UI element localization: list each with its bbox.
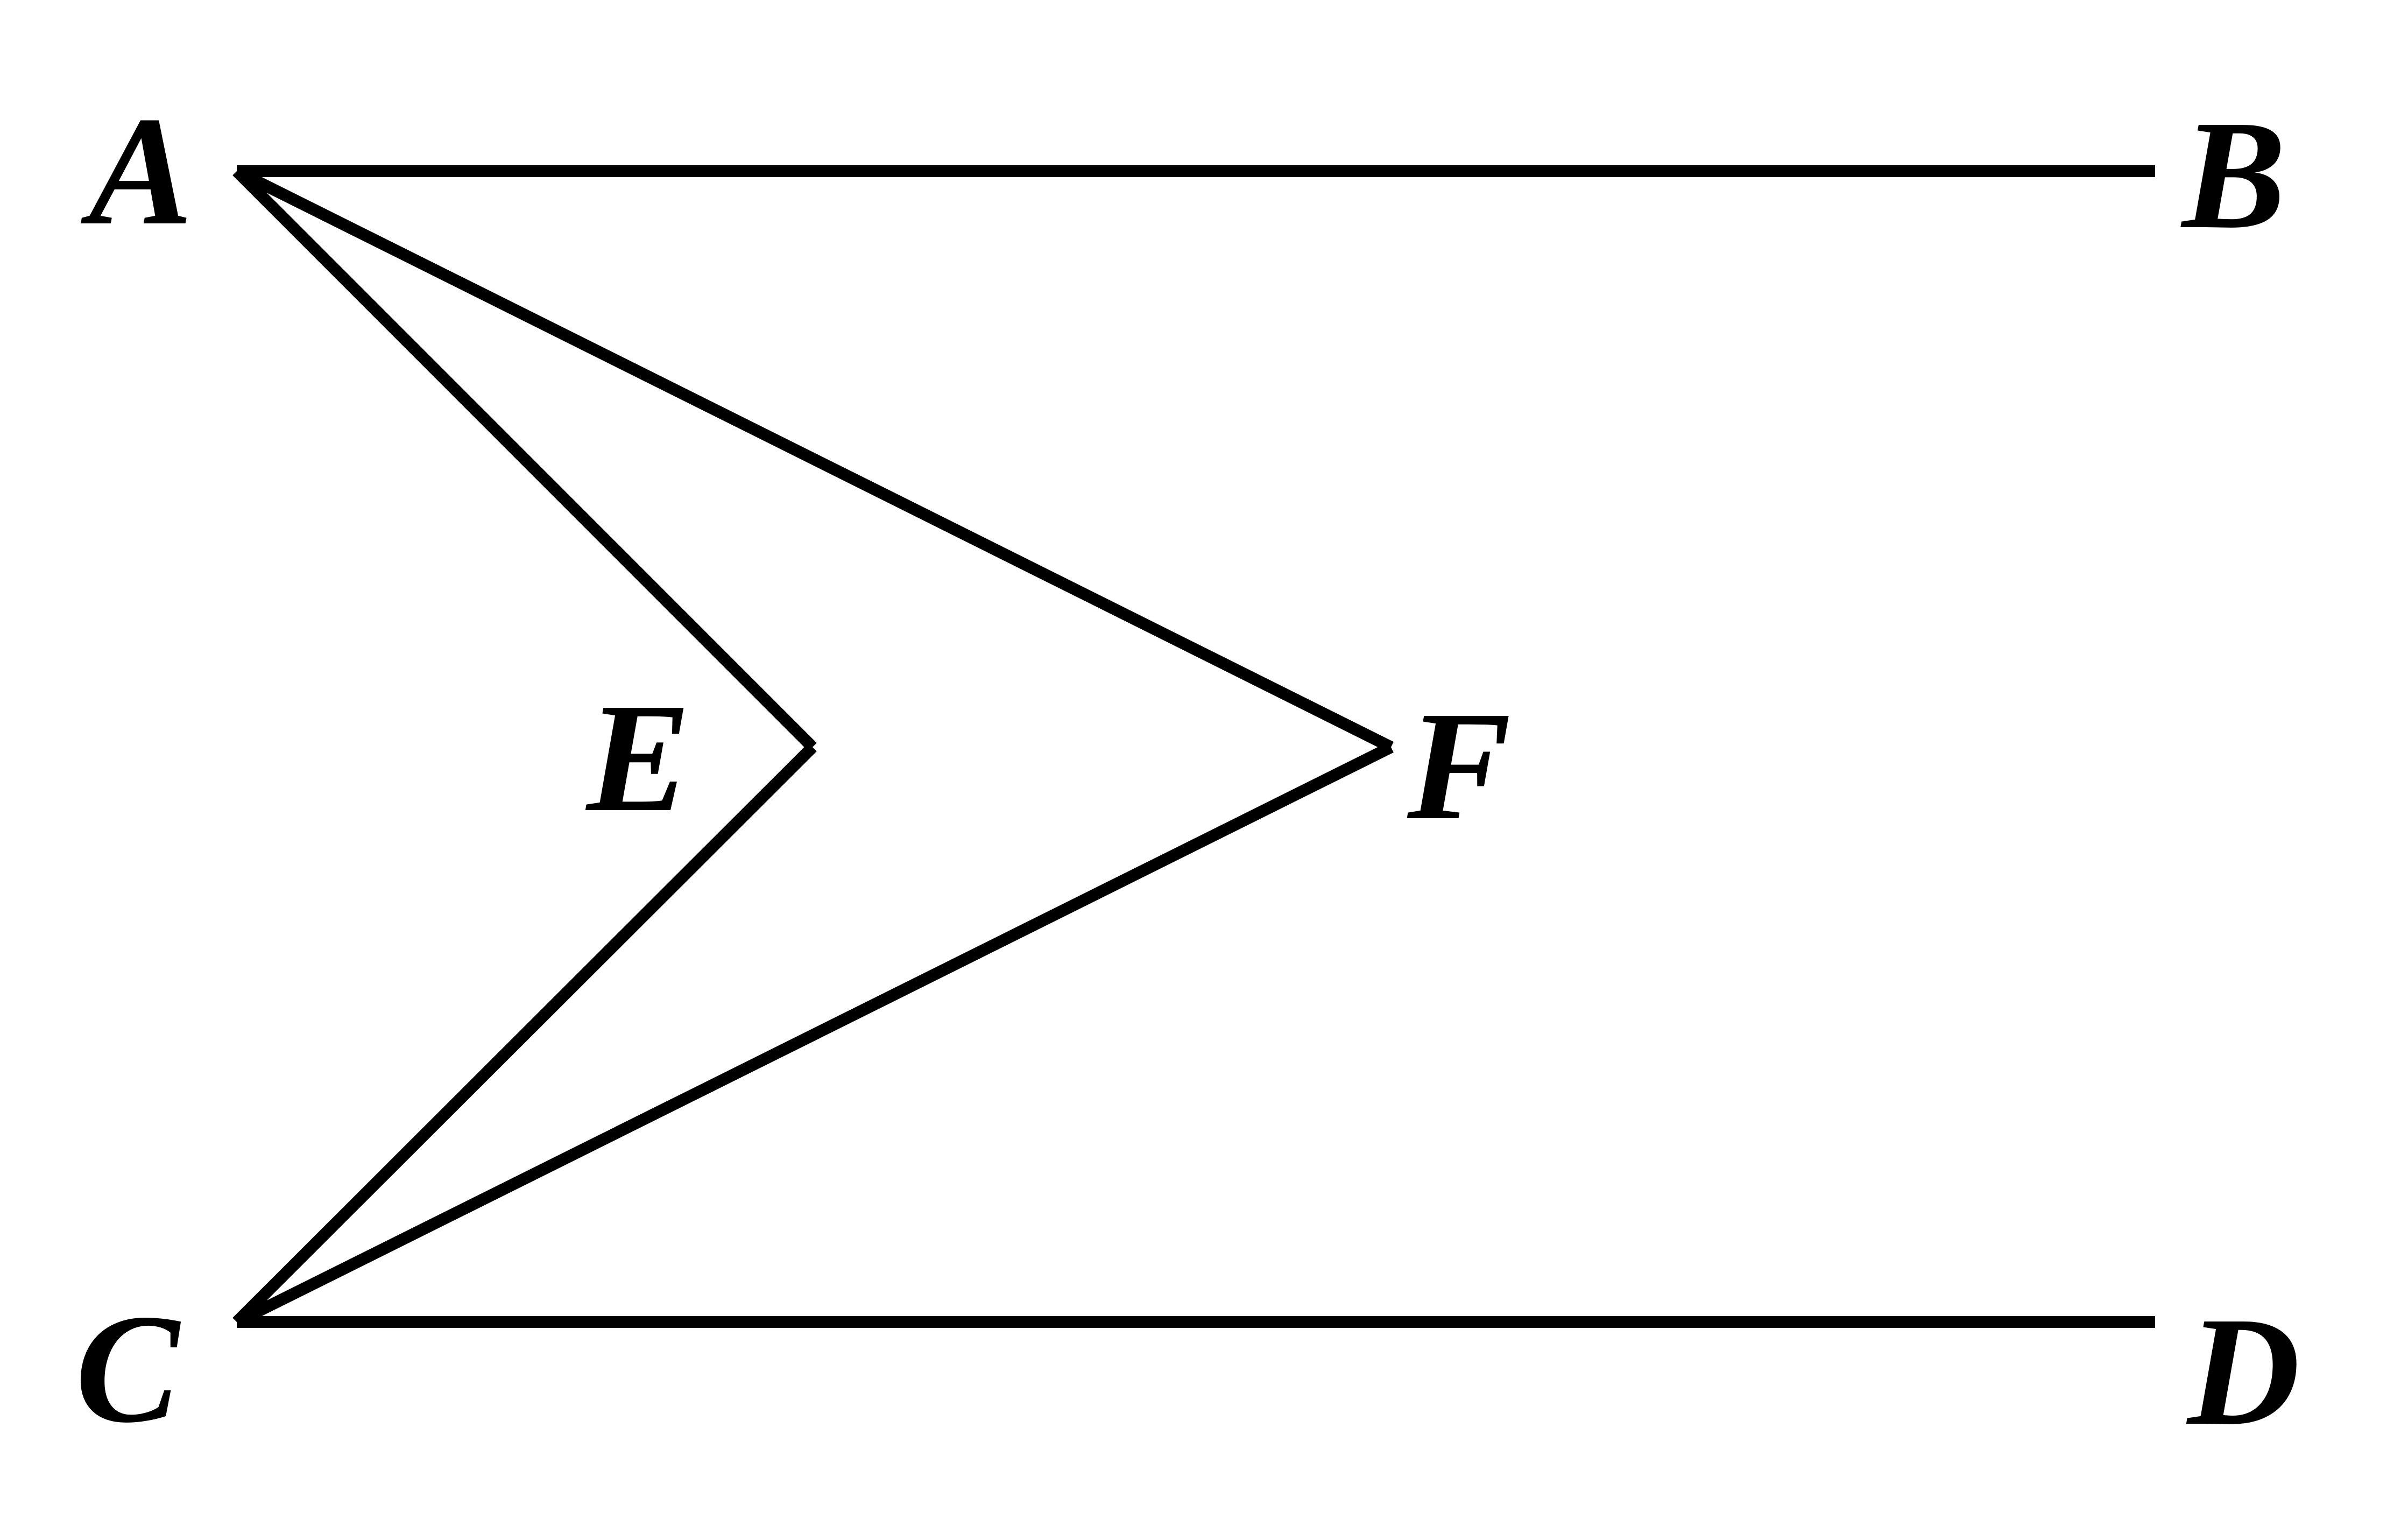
segments-layer bbox=[232, 165, 2155, 1328]
labels-layer: A B C D E F bbox=[75, 85, 2300, 1458]
point-label-f: F bbox=[1404, 679, 1511, 852]
point-label-d: D bbox=[2185, 1285, 2300, 1458]
segment-e-c bbox=[232, 743, 817, 1326]
point-label-a: A bbox=[79, 85, 193, 257]
point-label-e: E bbox=[584, 671, 690, 844]
segment-a-e bbox=[232, 167, 817, 751]
point-label-b: B bbox=[2179, 88, 2286, 261]
point-label-c: C bbox=[75, 1282, 182, 1455]
segment-f-c bbox=[234, 742, 1394, 1327]
segment-a-f bbox=[234, 166, 1394, 753]
